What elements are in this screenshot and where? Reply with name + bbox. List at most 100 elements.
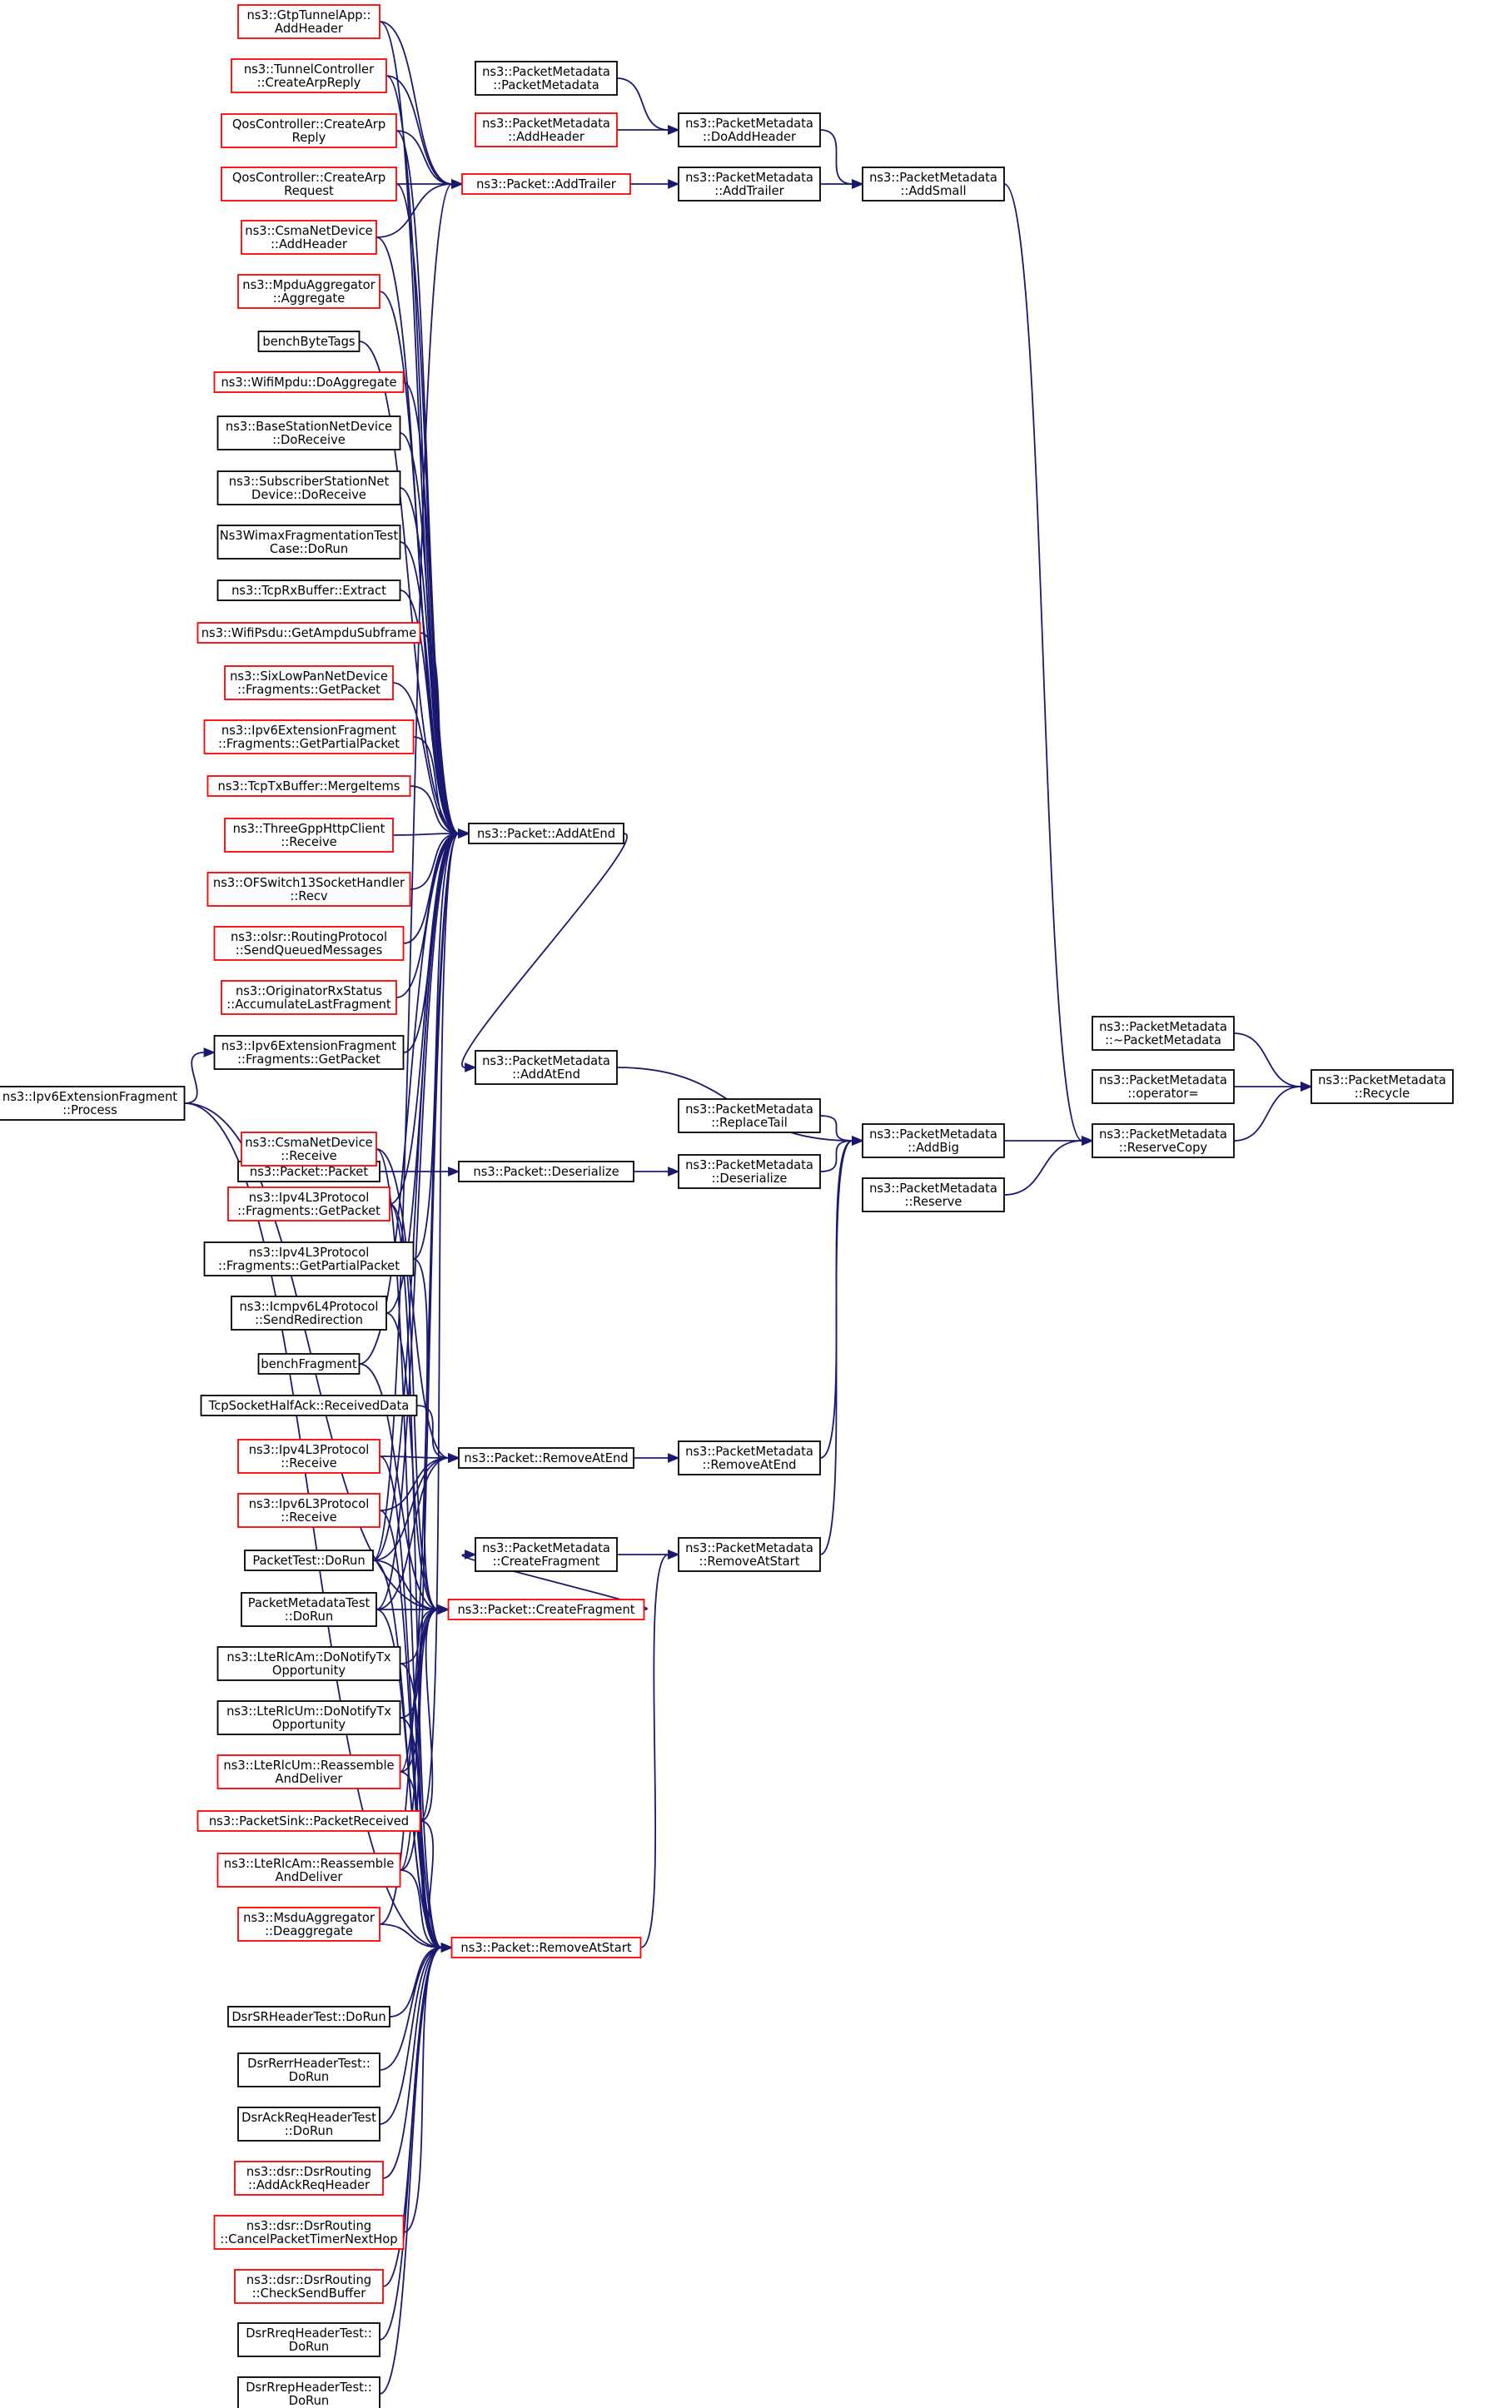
arrow-head — [668, 179, 680, 189]
node-packettest-dorun[interactable]: PacketTest::DoRun — [244, 1550, 374, 1571]
node-box — [196, 622, 421, 644]
node-label: ns3::PacketMetadata — [1318, 1073, 1446, 1087]
node-label: Device::DoReceive — [251, 488, 366, 502]
node-ns3-icmpv6l4protocol-sendredirection[interactable]: ns3::Icmpv6L4Protocol::SendRedirection — [231, 1296, 387, 1331]
node-ns3-olsr-routingprotocol-sendqueuedmessages[interactable]: ns3::olsr::RoutingProtocol::SendQueuedMe… — [213, 926, 405, 961]
node-dsrrerrheadertest-dorun[interactable]: DsrRerrHeaderTest::DoRun — [237, 2052, 380, 2087]
node-label: ns3::PacketMetadata — [1099, 1020, 1227, 1034]
node-label: AndDeliver — [276, 1870, 344, 1884]
node-ns3-csmanetdevice-addheader[interactable]: ns3::CsmaNetDevice::AddHeader — [241, 220, 377, 255]
node-ns3-wifipsdu-getampdusubframe[interactable]: ns3::WifiPsdu::GetAmpduSubframe — [196, 622, 421, 644]
node-ns3-packet-addtrailer[interactable]: ns3::Packet::AddTrailer — [461, 173, 631, 195]
node-box — [862, 1177, 1005, 1212]
node-ns3-ipv4l3protocol-fragments-getpacket[interactable]: ns3::Ipv4L3Protocol::Fragments::GetPacke… — [227, 1187, 390, 1221]
node-label: ns3::GtpTunnelApp:: — [246, 8, 371, 22]
node-box — [200, 1395, 418, 1416]
node-ns3-packet-deserialize[interactable]: ns3::Packet::Deserialize — [458, 1161, 634, 1182]
node-box — [458, 1161, 634, 1182]
node-ns3-packetmetadata-addatend[interactable]: ns3::PacketMetadata::AddAtEnd — [475, 1050, 618, 1085]
node-label: ns3::dsr::DsrRouting — [246, 2273, 371, 2287]
node-ns3-threegpphttpclient-receive[interactable]: ns3::ThreeGppHttpClient::Receive — [224, 818, 394, 853]
node-ns3-packetmetadata-deserialize[interactable]: ns3::PacketMetadata::Deserialize — [678, 1154, 821, 1189]
node-ns3-mpduaggregator-aggregate[interactable]: ns3::MpduAggregator::Aggregate — [237, 274, 380, 309]
node-ns3-csmanetdevice-receive[interactable]: ns3::CsmaNetDevice::Receive — [241, 1132, 377, 1167]
node-box — [1311, 1069, 1454, 1104]
node-ns3-dsr-dsrrouting-checksendbuffer[interactable]: ns3::dsr::DsrRouting::CheckSendBuffer — [234, 2269, 384, 2304]
node-benchbytetags[interactable]: benchByteTags — [257, 331, 361, 352]
node-ns3-packetmetadata-doaddheader[interactable]: ns3::PacketMetadata::DoAddHeader — [678, 112, 821, 147]
node-ns3-sixlowpannetdevice-fragments-getpacket[interactable]: ns3::SixLowPanNetDevice::Fragments::GetP… — [224, 665, 394, 700]
node-ns3-msduaggregator-deaggregate[interactable]: ns3::MsduAggregator::Deaggregate — [237, 1907, 380, 1942]
node-label: ns3::TunnelController — [244, 62, 375, 77]
node-dsrrrepheadertest-dorun[interactable]: DsrRrepHeaderTest::DoRun — [237, 2376, 380, 2408]
node-label: ::CancelPacketTimerNextHop — [220, 2232, 397, 2246]
node-label: ::Receive — [281, 1510, 336, 1525]
node-ns3-packetmetadata-removeatend[interactable]: ns3::PacketMetadata::RemoveAtEnd — [678, 1440, 821, 1475]
edge-line — [400, 1869, 442, 1948]
node-ns3-gtptunnelapp-addheader[interactable]: ns3::GtpTunnelApp::AddHeader — [237, 4, 380, 39]
node-ns3-ipv4l3protocol-receive[interactable]: ns3::Ipv4L3Protocol::Receive — [237, 1439, 380, 1474]
node-ns3-packetsink-packetreceived[interactable]: ns3::PacketSink::PacketReceived — [196, 1810, 421, 1832]
node-packetmetadatatest-dorun[interactable]: PacketMetadataTest::DoRun — [241, 1592, 377, 1627]
node-dsrsrheadertest-dorun[interactable]: DsrSRHeaderTest::DoRun — [227, 2006, 390, 2027]
node-ns3-packetmetadata-reserve[interactable]: ns3::PacketMetadata::Reserve — [862, 1177, 1005, 1212]
node-ns3-ofswitch13sockethandler-recv[interactable]: ns3::OFSwitch13SocketHandler::Recv — [206, 872, 411, 907]
node-ns3-packet-createfragment[interactable]: ns3::Packet::CreateFragment — [447, 1599, 645, 1620]
node-box — [1092, 1016, 1235, 1051]
edge-line — [379, 1947, 442, 2125]
node-ns3-packetmetadata-addtrailer[interactable]: ns3::PacketMetadata::AddTrailer — [678, 167, 821, 201]
node-ns3-packetmetadata-createfragment[interactable]: ns3::PacketMetadata::CreateFragment — [475, 1537, 618, 1572]
node-dsrrreqheadertest-dorun[interactable]: DsrRreqHeaderTest::DoRun — [237, 2322, 380, 2357]
node-label: ns3::Icmpv6L4Protocol — [240, 1300, 379, 1314]
node-ns3-ipv6l3protocol-receive[interactable]: ns3::Ipv6L3Protocol::Receive — [237, 1493, 380, 1528]
node-ns3-packet-removeatend[interactable]: ns3::Packet::RemoveAtEnd — [458, 1447, 634, 1469]
node-ns3-packetmetadata-operator[interactable]: ns3::PacketMetadata::operator= — [1092, 1069, 1235, 1104]
node-ns3-dsr-dsrrouting-addackreqheader[interactable]: ns3::dsr::DsrRouting::AddAckReqHeader — [234, 2161, 384, 2196]
arrow-head — [668, 125, 680, 135]
node-box — [475, 1537, 618, 1572]
node-ns3-packetmetadata-addheader[interactable]: ns3::PacketMetadata::AddHeader — [475, 112, 618, 147]
node-ns3-ipv6extensionfragment-process[interactable]: ns3::Ipv6ExtensionFragment::Process — [0, 1086, 186, 1121]
node-ns3-packetmetadata-reservecopy[interactable]: ns3::PacketMetadata::ReserveCopy — [1092, 1123, 1235, 1158]
node-ns3-packetmetadata-addsmall[interactable]: ns3::PacketMetadata::AddSmall — [862, 167, 1005, 201]
node-ns3-tcptxbuffer-mergeitems[interactable]: ns3::TcpTxBuffer::MergeItems — [206, 775, 411, 797]
node-ns3-ipv6extensionfragment-fragments-getpartialpacket[interactable]: ns3::Ipv6ExtensionFragment::Fragments::G… — [203, 719, 415, 754]
node-ns3-subscriberstationnet-device-doreceive[interactable]: ns3::SubscriberStationNetDevice::DoRecei… — [216, 470, 401, 505]
node-ns3-packet-removeatstart[interactable]: ns3::Packet::RemoveAtStart — [450, 1937, 642, 1958]
node-ns3-packetmetadata-removeatstart[interactable]: ns3::PacketMetadata::RemoveAtStart — [678, 1537, 821, 1572]
node-dsrackreqheadertest-dorun[interactable]: DsrAckReqHeaderTest::DoRun — [237, 2107, 380, 2142]
node-ns3-ipv4l3protocol-fragments-getpartialpacket[interactable]: ns3::Ipv4L3Protocol::Fragments::GetParti… — [203, 1241, 415, 1276]
node-box — [234, 2161, 384, 2196]
node-label: ::DoRun — [285, 1609, 333, 1624]
edge-n55-to-n20 — [376, 1453, 460, 1610]
node-ns3-packetmetadata-addbig[interactable]: ns3::PacketMetadata::AddBig — [862, 1123, 1005, 1158]
node-ns3-basestationnetdevice-doreceive[interactable]: ns3::BaseStationNetDevice::DoReceive — [216, 415, 401, 450]
node-benchfragment[interactable]: benchFragment — [257, 1353, 361, 1375]
node-ns3-packetmetadata-recycle[interactable]: ns3::PacketMetadata::Recycle — [1311, 1069, 1454, 1104]
node-tcpsockethalfack-receiveddata[interactable]: TcpSocketHalfAck::ReceivedData — [200, 1395, 418, 1416]
node-ns3-tunnelcontroller-createarpreply[interactable]: ns3::TunnelController::CreateArpReply — [231, 58, 387, 93]
node-ns3-originatorrxstatus-accumulatelastfragment[interactable]: ns3::OriginatorRxStatus::AccumulateLastF… — [221, 980, 397, 1015]
node-ns3-tcprxbuffer-extract[interactable]: ns3::TcpRxBuffer::Extract — [216, 580, 401, 601]
node-ns3-packetmetadata-replacetail[interactable]: ns3::PacketMetadata::ReplaceTail — [678, 1098, 821, 1133]
node-ns3-packetmetadata-packetmetadata[interactable]: ns3::PacketMetadata::~PacketMetadata — [1092, 1016, 1235, 1051]
node-ns3-packet-addatend[interactable]: ns3::Packet::AddAtEnd — [468, 823, 624, 844]
node-ns3-ipv6extensionfragment-fragments-getpacket[interactable]: ns3::Ipv6ExtensionFragment::Fragments::G… — [213, 1035, 405, 1070]
edge-line — [399, 833, 460, 1871]
node-label: ::DoRun — [285, 2124, 333, 2138]
node-label: ns3::WifiPsdu::GetAmpduSubframe — [201, 626, 417, 640]
node-ns3-dsr-dsrrouting-cancelpackettimernexthop[interactable]: ns3::dsr::DsrRouting::CancelPacketTimerN… — [213, 2215, 405, 2250]
node-label: Case::DoRun — [270, 542, 348, 556]
edge-n18-to-n14 — [634, 1167, 680, 1177]
node-ns3-packetmetadata-packetmetadata[interactable]: ns3::PacketMetadata::PacketMetadata — [475, 61, 618, 96]
node-label: ns3::PacketSink::PacketReceived — [209, 1814, 409, 1828]
node-ns3-wifimpdu-doaggregate[interactable]: ns3::WifiMpdu::DoAggregate — [213, 371, 405, 393]
node-qoscontroller-createarp-reply[interactable]: QosController::CreateArpReply — [221, 113, 397, 148]
edge-n8-to-n6 — [820, 179, 864, 189]
